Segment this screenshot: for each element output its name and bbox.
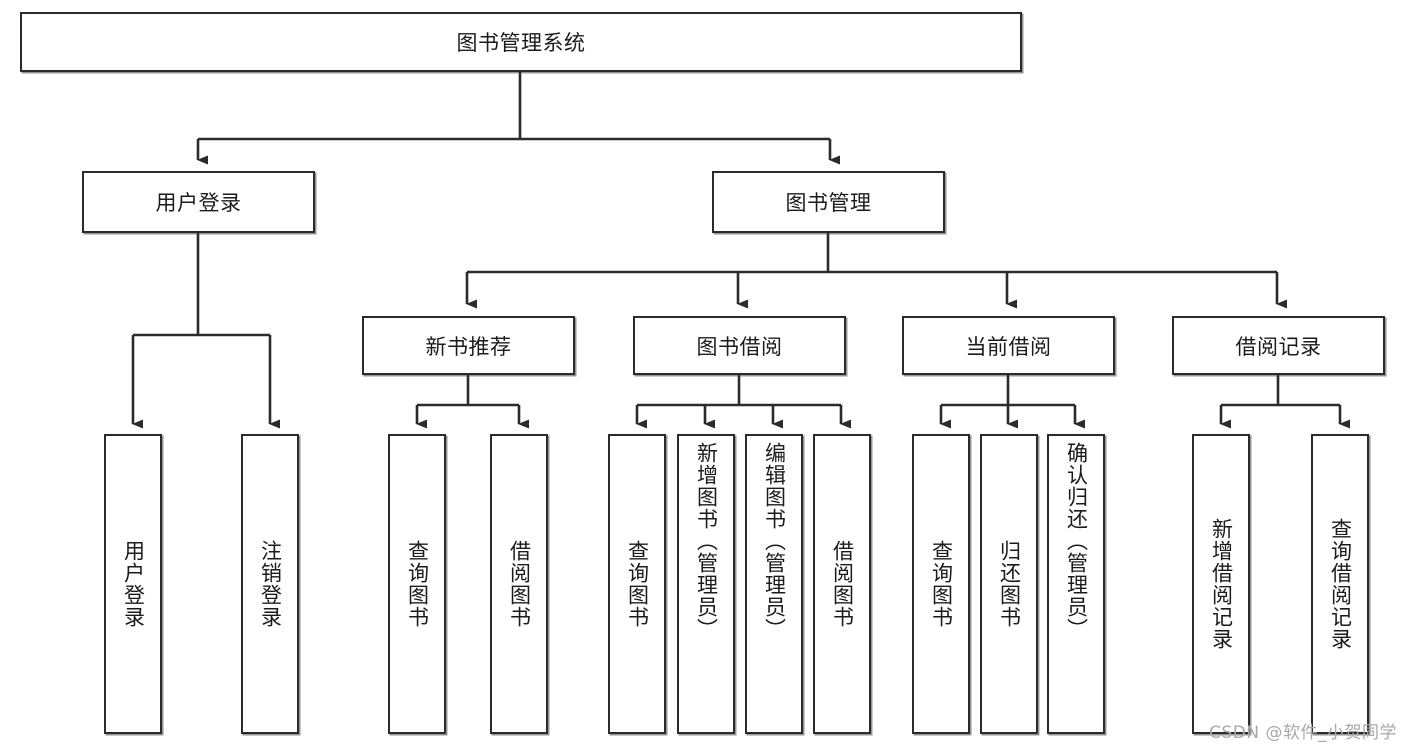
leaf-label: 借阅图书 [830, 540, 855, 628]
leaf-records-query[interactable]: 查询借阅记录 [1311, 434, 1369, 734]
node-book-management[interactable]: 图书管理 [712, 171, 945, 233]
node-root-label: 图书管理系统 [456, 31, 586, 55]
leaf-label: 归还图书 [997, 540, 1022, 628]
leaf-records-add[interactable]: 新增借阅记录 [1192, 434, 1250, 734]
node-root[interactable]: 图书管理系统 [20, 12, 1022, 72]
leaf-borrow-query[interactable]: 查询图书 [608, 434, 666, 734]
leaf-label: 注销登录 [258, 540, 283, 628]
leaf-borrow-borrow-book[interactable]: 借阅图书 [813, 434, 871, 734]
leaf-borrow-add-book[interactable]: 新增图书（管理员） [677, 434, 735, 734]
node-borrow-records[interactable]: 借阅记录 [1172, 316, 1385, 375]
leaf-user-login-login[interactable]: 用户登录 [104, 434, 162, 734]
node-new-book-recommend[interactable]: 新书推荐 [362, 316, 575, 375]
node-user-login[interactable]: 用户登录 [82, 171, 315, 233]
leaf-current-confirm-return[interactable]: 确认归还（管理员） [1047, 434, 1105, 734]
leaf-label: 查询图书 [625, 540, 650, 628]
leaf-new-book-borrow[interactable]: 借阅图书 [490, 434, 548, 734]
leaf-new-book-query[interactable]: 查询图书 [388, 434, 446, 734]
node-user-login-label: 用户登录 [155, 191, 242, 215]
leaf-label: 借阅图书 [507, 540, 532, 628]
leaf-label: 新增借阅记录 [1209, 518, 1234, 650]
node-book-borrow[interactable]: 图书借阅 [633, 316, 846, 375]
leaf-current-return[interactable]: 归还图书 [980, 434, 1038, 734]
leaf-label: 查询借阅记录 [1328, 518, 1353, 650]
leaf-label: 用户登录 [121, 540, 146, 628]
leaf-current-query[interactable]: 查询图书 [912, 434, 970, 734]
leaf-label: 确认归还（管理员） [1064, 442, 1089, 640]
leaf-label: 编辑图书（管理员） [762, 442, 787, 640]
node-book-borrow-label: 图书借阅 [696, 334, 783, 359]
leaf-label: 查询图书 [929, 540, 954, 628]
node-current-borrow-label: 当前借阅 [965, 334, 1052, 359]
node-borrow-records-label: 借阅记录 [1235, 334, 1322, 359]
leaf-label: 新增图书（管理员） [694, 442, 719, 640]
leaf-borrow-edit-book[interactable]: 编辑图书（管理员） [745, 434, 803, 734]
node-book-management-label: 图书管理 [785, 191, 872, 215]
watermark: CSDN @软件_小贺同学 [1209, 723, 1397, 743]
leaf-user-login-logout[interactable]: 注销登录 [241, 434, 299, 734]
node-new-book-recommend-label: 新书推荐 [425, 334, 512, 359]
leaf-label: 查询图书 [405, 540, 430, 628]
node-current-borrow[interactable]: 当前借阅 [902, 316, 1115, 375]
